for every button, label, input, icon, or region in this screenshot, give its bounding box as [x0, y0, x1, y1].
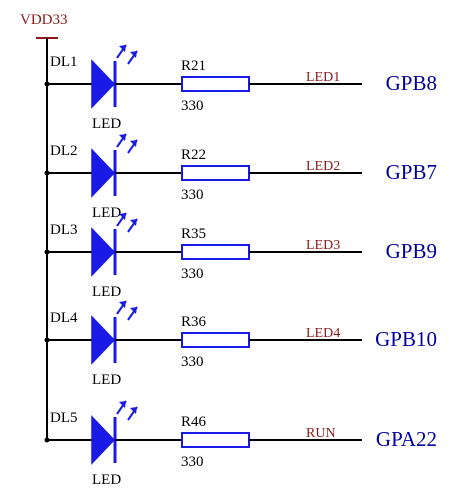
led-label: LED — [92, 472, 121, 488]
resistor-designator: R35 — [181, 226, 206, 242]
led-designator: DL5 — [50, 410, 78, 426]
led-label: LED — [92, 372, 121, 388]
led-diode-icon — [91, 227, 117, 277]
led-designator: DL1 — [50, 54, 78, 70]
port-label: GPB8 — [386, 71, 437, 95]
light-emission-arrows-icon — [116, 133, 138, 154]
resistor-value: 330 — [181, 266, 204, 282]
port-label: GPB9 — [386, 239, 437, 263]
light-emission-arrows-icon — [116, 44, 138, 65]
led-diode-icon — [91, 415, 117, 465]
resistor-value: 330 — [181, 454, 204, 470]
net-label: LED2 — [306, 159, 340, 174]
net-label: RUN — [306, 426, 336, 441]
resistor-designator: R22 — [181, 147, 206, 163]
resistor-value: 330 — [181, 98, 204, 114]
resistor-icon — [181, 432, 250, 448]
resistor-icon — [181, 76, 250, 92]
light-emission-arrows-icon — [116, 300, 138, 321]
resistor-value: 330 — [181, 187, 204, 203]
led-label: LED — [92, 284, 121, 300]
led-diode-icon — [91, 148, 117, 198]
net-label: LED3 — [306, 238, 340, 253]
led-designator: DL3 — [50, 222, 78, 238]
light-emission-arrows-icon — [116, 212, 138, 233]
led-diode-icon — [91, 59, 117, 109]
resistor-designator: R21 — [181, 58, 206, 74]
net-label: LED4 — [306, 326, 340, 341]
resistor-value: 330 — [181, 354, 204, 370]
led-diode-icon — [91, 315, 117, 365]
resistor-designator: R36 — [181, 314, 207, 330]
led-designator: DL2 — [50, 143, 78, 159]
led-label: LED — [92, 116, 121, 132]
light-emission-arrows-icon — [116, 400, 138, 421]
power-bar-icon — [36, 37, 58, 44]
resistor-designator: R46 — [181, 414, 207, 430]
led-label: LED — [92, 205, 121, 221]
led-designator: DL4 — [50, 310, 78, 326]
resistor-icon — [181, 244, 250, 260]
port-label: GPB7 — [386, 160, 437, 184]
net-label: LED1 — [306, 70, 340, 85]
port-label: GPB10 — [375, 327, 437, 351]
port-label: GPA22 — [376, 427, 437, 451]
resistor-icon — [181, 165, 250, 181]
supply-label: VDD33 — [20, 12, 68, 28]
resistor-icon — [181, 332, 250, 348]
